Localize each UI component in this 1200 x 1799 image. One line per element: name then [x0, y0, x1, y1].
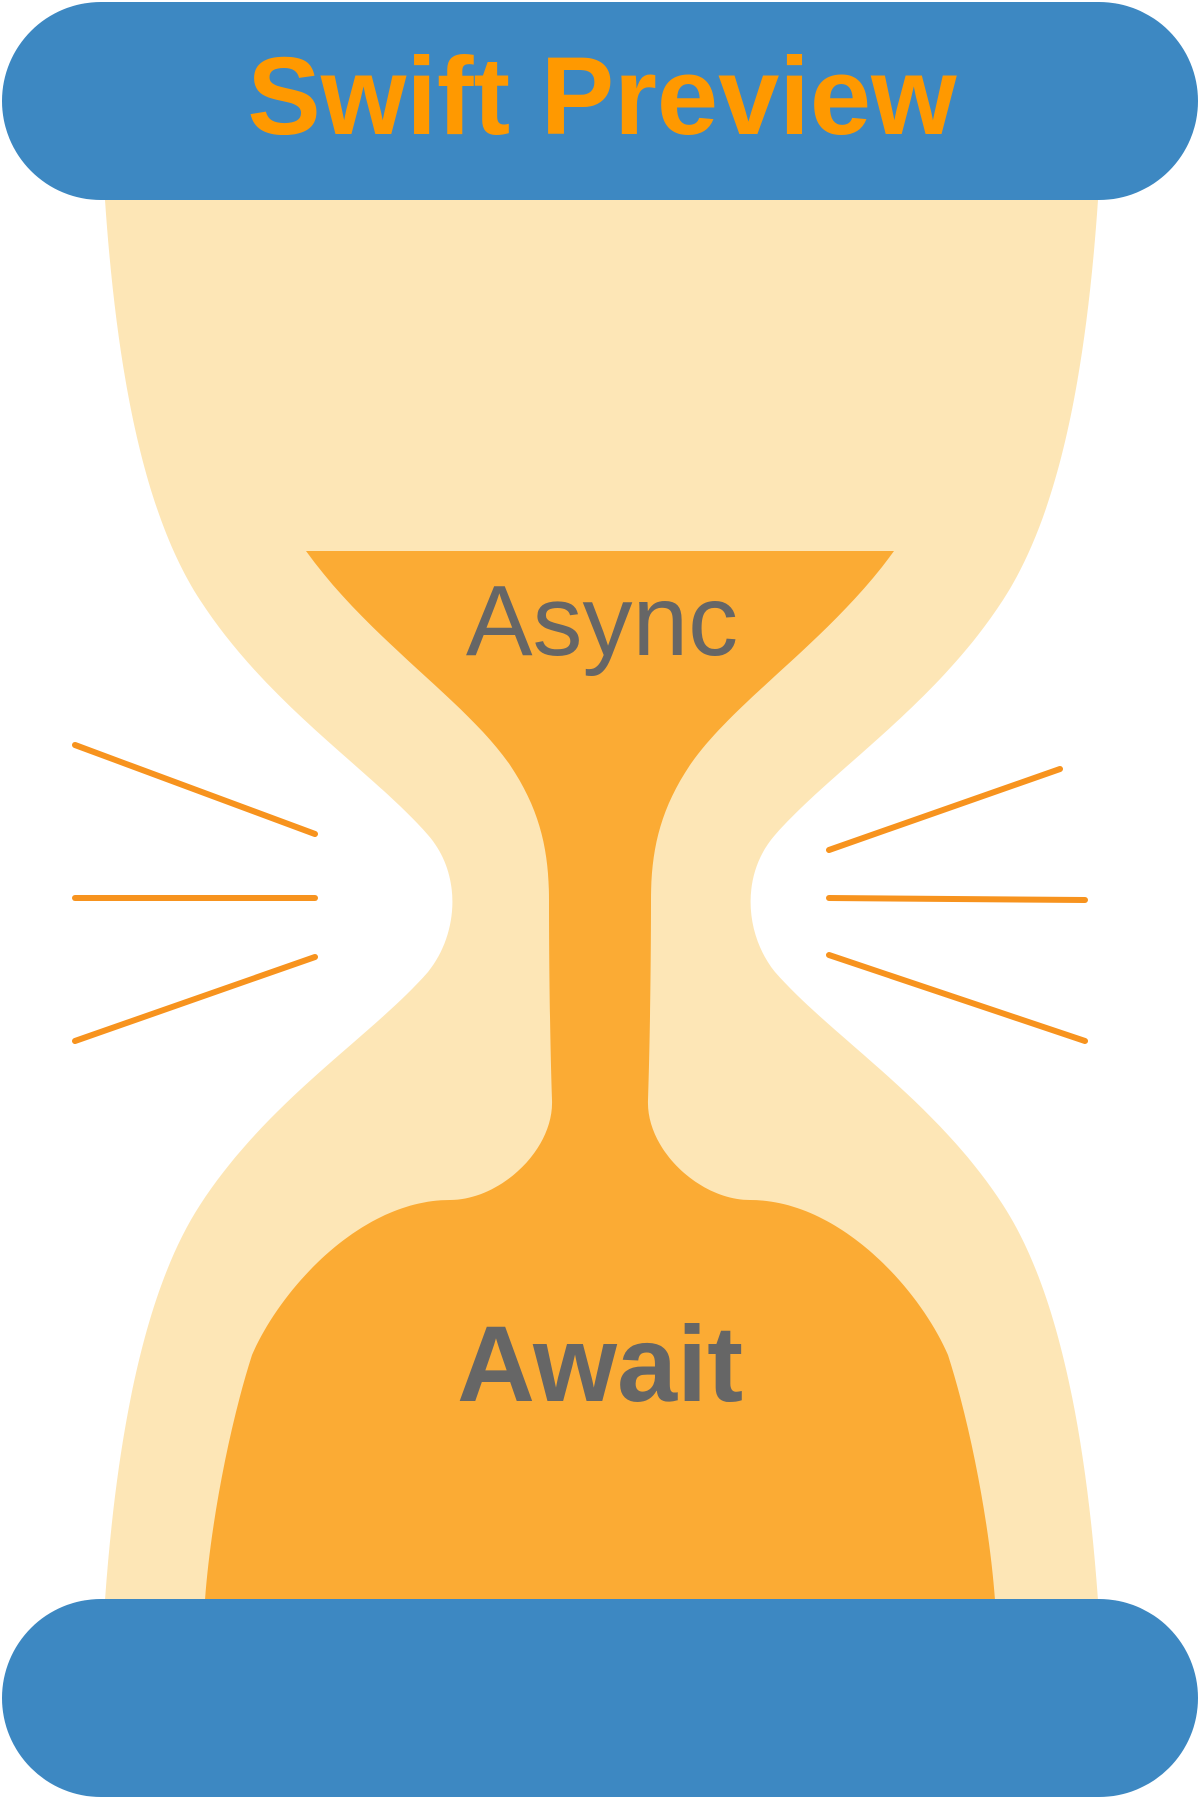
right-ray-top	[826, 766, 1063, 853]
motion-lines-icon	[826, 766, 1088, 1044]
bottom-cap	[2, 1599, 1198, 1797]
sand	[205, 551, 995, 1600]
left-ray-top	[72, 742, 318, 837]
await-label: Await	[457, 1303, 743, 1424]
right-ray-bottom	[826, 952, 1088, 1044]
right-ray-middle	[826, 895, 1088, 903]
title: Swift Preview	[247, 35, 957, 158]
left-ray-bottom	[72, 954, 318, 1044]
motion-lines-icon	[72, 742, 318, 1044]
async-label: Async	[466, 565, 738, 677]
top-cap	[2, 2, 1198, 200]
